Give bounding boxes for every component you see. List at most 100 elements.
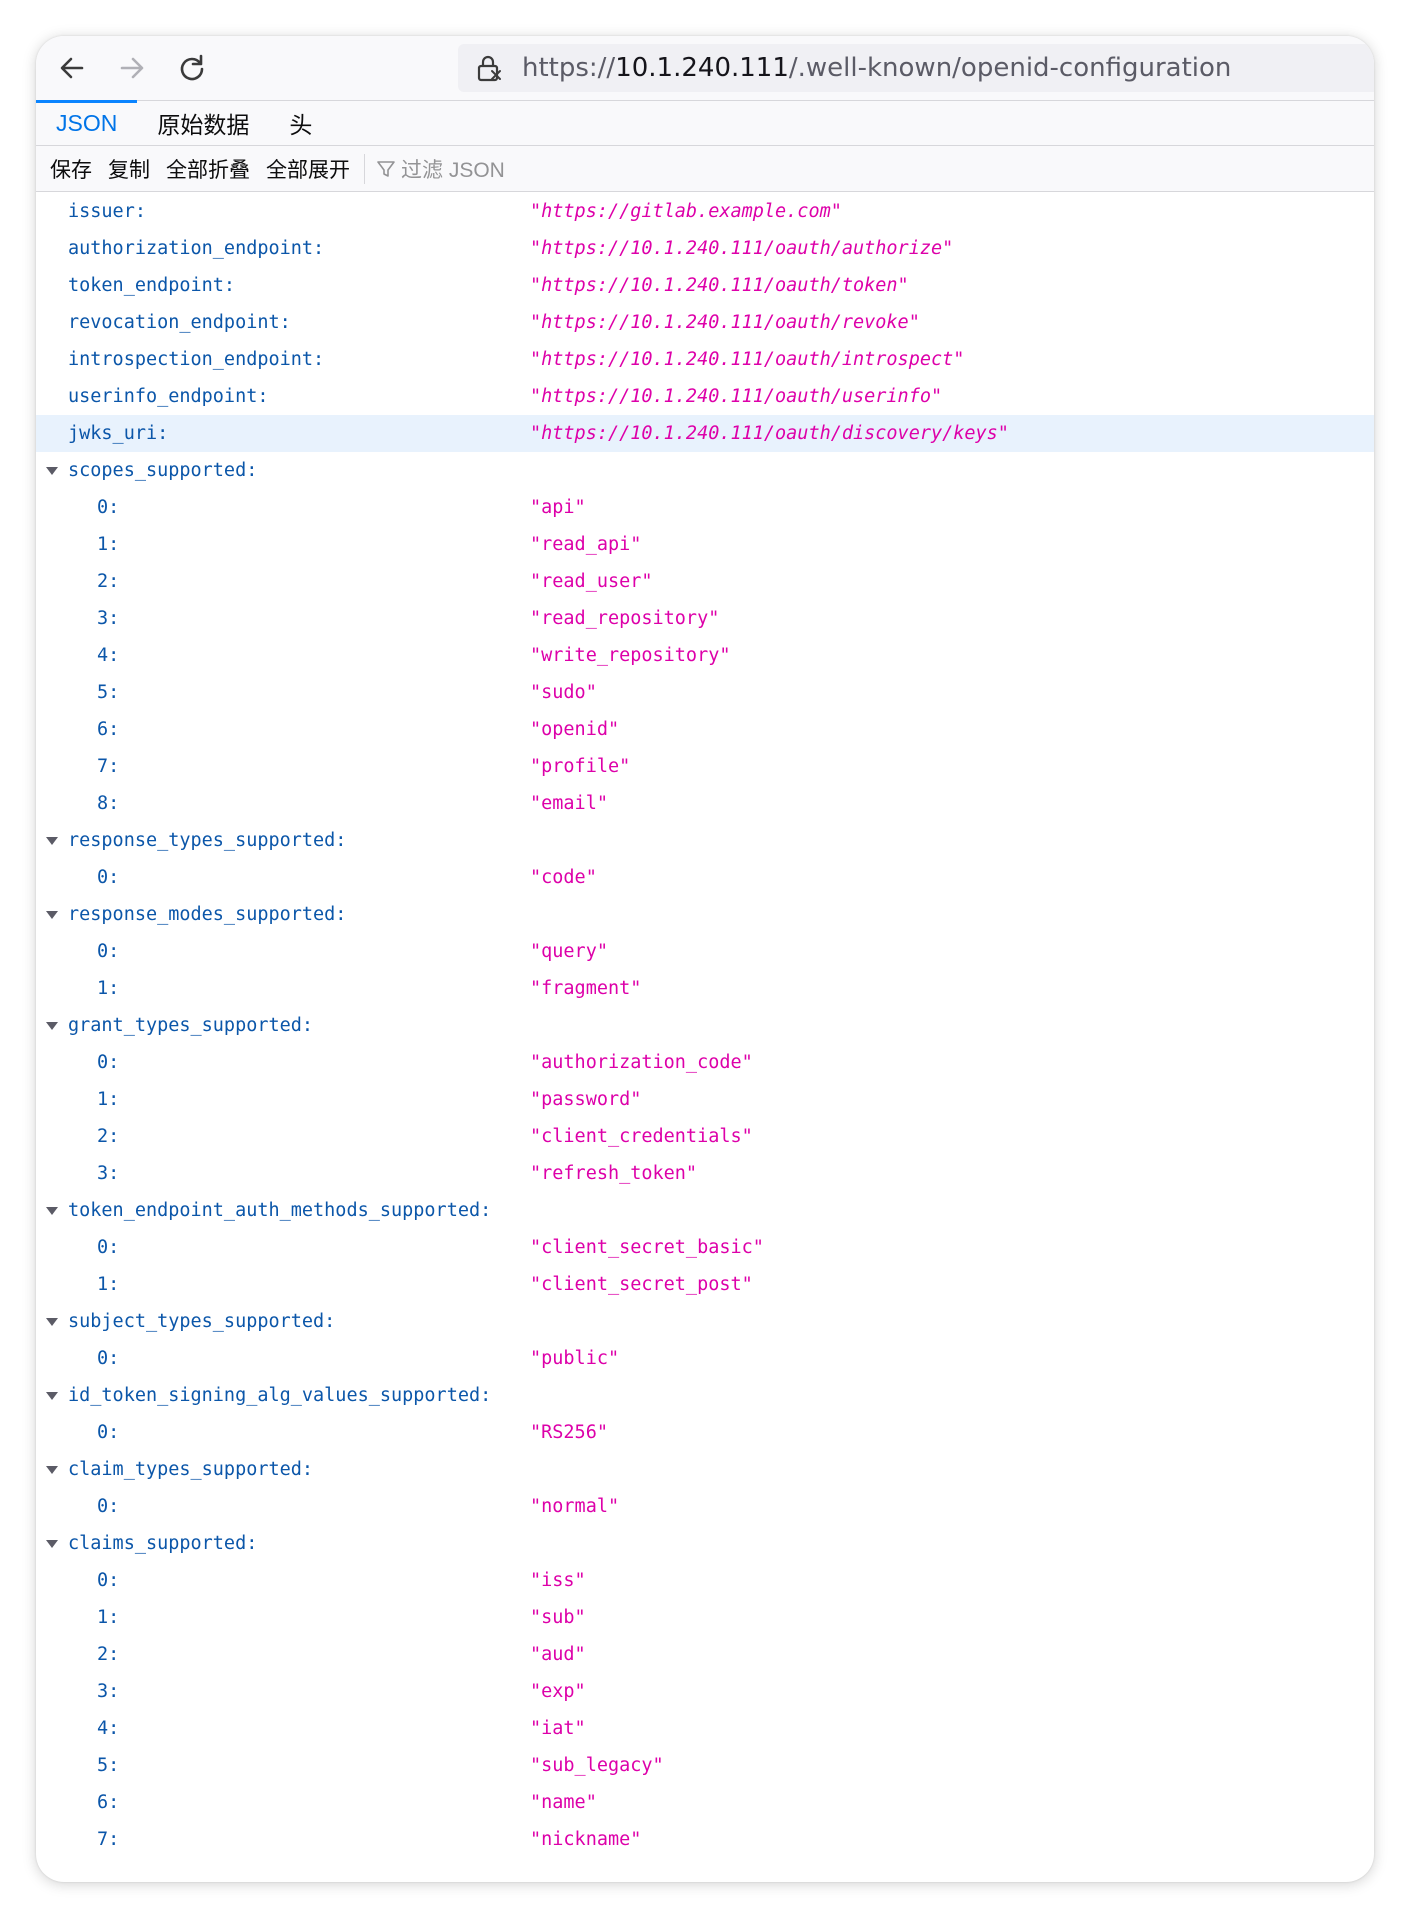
json-row[interactable]: 1:"fragment"	[36, 970, 1374, 1007]
json-row[interactable]: 0:"query"	[36, 933, 1374, 970]
json-value: "https://10.1.240.111/oauth/introspect"	[530, 349, 965, 370]
json-value: "sub"	[530, 1607, 586, 1628]
tab-raw-data[interactable]: 原始数据	[157, 112, 250, 138]
json-value: "client_secret_basic"	[530, 1237, 764, 1258]
json-array-row[interactable]: token_endpoint_auth_methods_supported:	[36, 1192, 1374, 1229]
expand-toggle-icon[interactable]	[45, 1315, 59, 1329]
json-row[interactable]: 0: "public"	[36, 1340, 1374, 1377]
json-row[interactable]: 2:"client_credentials"	[36, 1118, 1374, 1155]
copy-button[interactable]: 复制	[108, 158, 150, 182]
json-key: introspection_endpoint:	[68, 349, 325, 370]
expand-toggle-icon[interactable]	[45, 908, 59, 922]
tab-headers[interactable]: 头	[289, 112, 313, 138]
json-row[interactable]: 8:"email"	[36, 785, 1374, 822]
json-array-row[interactable]: response_types_supported:	[36, 822, 1374, 859]
json-row[interactable]: 0:"normal"	[36, 1488, 1374, 1525]
json-index: 2:	[97, 1644, 120, 1665]
json-array-row[interactable]: claims_supported:	[36, 1525, 1374, 1562]
json-value: "https://10.1.240.111/oauth/revoke"	[530, 312, 920, 333]
expand-toggle-icon[interactable]	[45, 1019, 59, 1033]
json-row[interactable]: authorization_endpoint:"https://10.1.240…	[36, 230, 1374, 267]
json-value: "read_api"	[530, 534, 642, 555]
json-value: "public"	[530, 1348, 620, 1369]
lock-icon[interactable]	[472, 51, 506, 85]
json-row[interactable]: 3:"read_repository"	[36, 600, 1374, 637]
json-array-row[interactable]: claim_types_supported:	[36, 1451, 1374, 1488]
collapse-all-button[interactable]: 全部折叠	[166, 158, 250, 182]
forward-button[interactable]	[102, 36, 162, 100]
json-key: grant_types_supported:	[68, 1015, 314, 1036]
json-row[interactable]: 6:"openid"	[36, 711, 1374, 748]
json-value: "read_repository"	[530, 608, 720, 629]
json-toolbar: 保存 复制 全部折叠 全部展开 过滤 JSON	[36, 146, 1374, 192]
json-row[interactable]: 1:"password"	[36, 1081, 1374, 1118]
json-row[interactable]: 6: "name"	[36, 1784, 1374, 1821]
json-index: 0:	[97, 1348, 120, 1369]
json-row[interactable]: 2:"aud"	[36, 1636, 1374, 1673]
json-index: 7:	[97, 756, 120, 777]
address-bar[interactable]: https://10.1.240.111/.well-known/openid-…	[458, 44, 1374, 92]
json-row[interactable]: revocation_endpoint:"https://10.1.240.11…	[36, 304, 1374, 341]
json-row[interactable]: 7:"profile"	[36, 748, 1374, 785]
tab-json[interactable]: JSON	[36, 100, 138, 145]
json-row[interactable]: introspection_endpoint: "https://10.1.240…	[36, 341, 1374, 378]
json-row[interactable]: userinfo_endpoint:"https://10.1.240.111/…	[36, 378, 1374, 415]
json-row[interactable]: token_endpoint:"https://10.1.240.111/oau…	[36, 267, 1374, 304]
json-row[interactable]: jwks_uri:"https://10.1.240.111/oauth/dis…	[36, 415, 1374, 452]
json-row[interactable]: 4:"write_repository"	[36, 637, 1374, 674]
json-index: 6:	[97, 1792, 120, 1813]
back-button[interactable]	[42, 36, 102, 100]
json-index: 1:	[97, 534, 120, 555]
json-row[interactable]: 7:"nickname"	[36, 1821, 1374, 1858]
json-value: "client_credentials"	[530, 1126, 753, 1147]
json-array-row[interactable]: subject_types_supported:	[36, 1303, 1374, 1340]
json-array-row[interactable]: grant_types_supported:	[36, 1007, 1374, 1044]
json-value: "code"	[530, 867, 597, 888]
json-key: authorization_endpoint:	[68, 238, 325, 259]
json-row[interactable]: 4:"iat"	[36, 1710, 1374, 1747]
expand-toggle-icon[interactable]	[45, 1204, 59, 1218]
json-tree: issuer:"https://gitlab.example.com"autho…	[36, 193, 1374, 1858]
json-array-row[interactable]: response_modes_supported:	[36, 896, 1374, 933]
json-index: 3:	[97, 1681, 120, 1702]
json-row[interactable]: 0:"authorization_code"	[36, 1044, 1374, 1081]
expand-toggle-icon[interactable]	[45, 1463, 59, 1477]
expand-toggle-icon[interactable]	[45, 464, 59, 478]
json-row[interactable]: 0:"code"	[36, 859, 1374, 896]
json-index: 0:	[97, 497, 120, 518]
filter-json-input[interactable]: 过滤 JSON	[375, 154, 505, 184]
filter-placeholder: 过滤 JSON	[401, 158, 505, 182]
json-value: "write_repository"	[530, 645, 731, 666]
json-value: "nickname"	[530, 1829, 642, 1850]
json-row[interactable]: 3:"exp"	[36, 1673, 1374, 1710]
json-row[interactable]: 0:"RS256"	[36, 1414, 1374, 1451]
json-key: jwks_uri:	[68, 423, 169, 444]
expand-toggle-icon[interactable]	[45, 1537, 59, 1551]
json-row[interactable]: 1: "read_api"	[36, 526, 1374, 563]
json-row[interactable]: 0:"api"	[36, 489, 1374, 526]
json-row[interactable]: 5:"sub_legacy"	[36, 1747, 1374, 1784]
json-value: "sub_legacy"	[530, 1755, 664, 1776]
expand-toggle-icon[interactable]	[45, 834, 59, 848]
json-row[interactable]: 2:"read_user"	[36, 563, 1374, 600]
json-value: "name"	[530, 1792, 597, 1813]
json-row[interactable]: 1:"client_secret_post"	[36, 1266, 1374, 1303]
json-row[interactable]: 1:"sub"	[36, 1599, 1374, 1636]
json-row[interactable]: 0:"client_secret_basic"	[36, 1229, 1374, 1266]
expand-all-button[interactable]: 全部展开	[266, 158, 350, 182]
json-array-row[interactable]: scopes_supported:	[36, 452, 1374, 489]
json-value: "email"	[530, 793, 608, 814]
json-key: token_endpoint_auth_methods_supported:	[68, 1200, 492, 1221]
json-index: 2:	[97, 571, 120, 592]
save-button[interactable]: 保存	[50, 158, 92, 182]
expand-toggle-icon[interactable]	[45, 1389, 59, 1403]
json-row[interactable]: 0:"iss"	[36, 1562, 1374, 1599]
browser-window: https://10.1.240.111/.well-known/openid-…	[36, 36, 1374, 1882]
json-row[interactable]: 3:"refresh_token"	[36, 1155, 1374, 1192]
json-value: "https://10.1.240.111/oauth/userinfo"	[530, 386, 943, 407]
json-row[interactable]: issuer:"https://gitlab.example.com"	[36, 193, 1374, 230]
url-path: /.well-known/openid-configuration	[788, 53, 1232, 83]
json-row[interactable]: 5:"sudo"	[36, 674, 1374, 711]
reload-button[interactable]	[162, 36, 222, 100]
json-array-row[interactable]: id_token_signing_alg_values_supported:	[36, 1377, 1374, 1414]
